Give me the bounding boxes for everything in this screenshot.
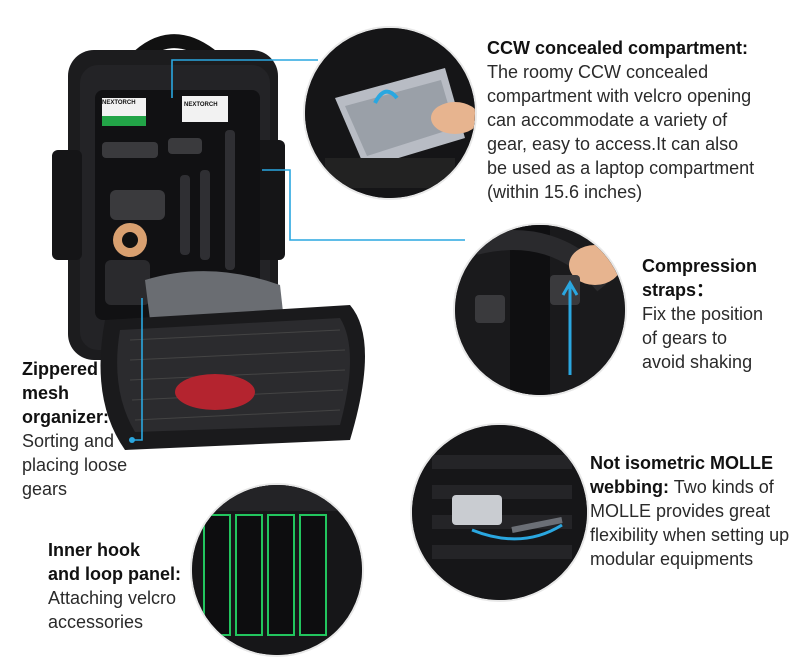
feature-molle-line-2: flexibility when setting up [590,525,790,545]
laptop-compartment-photo [305,28,475,198]
feature-compression-title-2: straps： [642,280,715,300]
feature-mesh-title-3: organizer: [22,407,110,427]
feature-hook-title-2: and loop panel: [48,564,181,584]
feature-ccw-line-1: The roomy CCW concealed [487,62,709,82]
feature-mesh-line-3: gears [22,479,68,499]
feature-ccw-line-3: can accommodate a variety of [487,110,728,130]
feature-ccw: CCW concealed compartment: The roomy CCW… [487,36,787,204]
feature-mesh: Zippered mesh organizer: Sorting and pla… [22,357,152,501]
feature-ccw-title: CCW concealed compartment: [487,38,749,58]
feature-mesh-title-1: Zippered [22,359,99,379]
feature-compression: Compression straps： Fix the position of … [642,254,792,374]
brand-badge-2: NEXTORCH [184,102,218,108]
hook-loop-panel-photo [192,485,362,655]
feature-compression-line-2: of gears to [642,328,728,348]
brand-badge-1: NEXTORCH [102,100,136,106]
feature-compression-line-3: avoid shaking [642,352,753,372]
feature-molle-title-1: Not isometric MOLLE [590,453,774,473]
feature-mesh-title-2: mesh [22,383,70,403]
feature-molle: Not isometric MOLLE webbing: Two kinds o… [590,451,795,571]
feature-ccw-line-2: compartment with velcro opening [487,86,752,106]
molle-webbing-photo [412,425,587,600]
feature-compression-title-1: Compression [642,256,758,276]
feature-molle-title-tail: Two kinds of [673,477,774,497]
backpack-image [50,20,390,460]
feature-molle-title-2: webbing: [590,477,669,497]
compression-strap-photo [455,225,625,395]
feature-hook: Inner hook and loop panel: Attaching vel… [48,538,198,634]
feature-ccw-line-6: (within 15.6 inches) [487,182,643,202]
feature-hook-line-2: accessories [48,612,144,632]
feature-hook-line-1: Attaching velcro [48,588,177,608]
feature-compression-line-1: Fix the position [642,304,764,324]
feature-hook-title-1: Inner hook [48,540,141,560]
feature-ccw-line-5: be used as a laptop compartment [487,158,755,178]
feature-molle-line-1: MOLLE provides great [590,501,771,521]
feature-mesh-line-1: Sorting and [22,431,115,451]
feature-ccw-line-4: gear, easy to access.It can also [487,134,739,154]
feature-molle-line-3: modular equipments [590,549,754,569]
feature-mesh-line-2: placing loose [22,455,128,475]
